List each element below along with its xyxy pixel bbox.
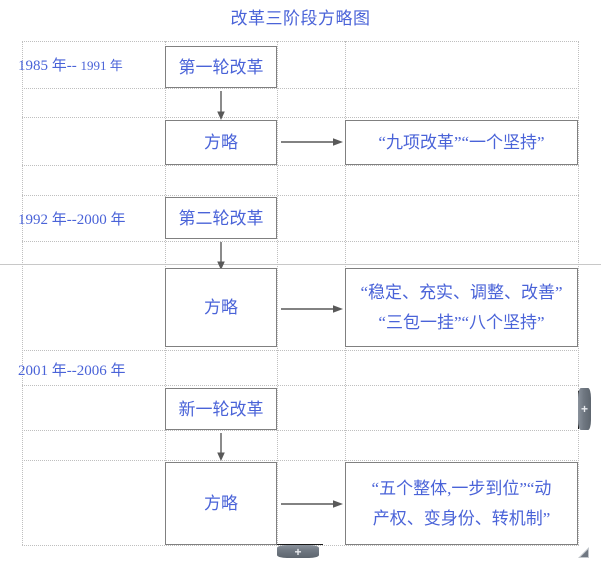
grid-row-line-6	[22, 241, 579, 242]
year-label-phase-1-start: 1985 年--	[18, 58, 77, 74]
strategy-box-phase-1[interactable]: 方略	[165, 120, 277, 165]
year-label-phase-3: 2001 年--2006 年	[18, 361, 126, 381]
stage-box-phase-2-label: 第二轮改革	[178, 208, 264, 228]
grid-row-line-10	[22, 460, 579, 461]
strategy-box-phase-2[interactable]: 方略	[165, 268, 277, 347]
grid-row-line-top	[22, 41, 579, 42]
grid-row-line-8	[22, 385, 579, 386]
year-label-phase-2-start: 1992 年--2000 年	[18, 212, 126, 228]
strategy-box-phase-2-label: 方略	[204, 298, 238, 317]
grid-col-line-3	[277, 41, 278, 545]
arrow-right-phase-2	[281, 303, 343, 315]
strategy-box-phase-3[interactable]: 方略	[165, 462, 277, 545]
stage-box-phase-2[interactable]: 第二轮改革	[165, 197, 277, 239]
grid-row-line-2	[22, 88, 579, 89]
year-label-phase-3-start: 2001 年--2006 年	[18, 363, 126, 379]
stage-box-phase-1-label: 第一轮改革	[178, 57, 264, 77]
outcome-box-phase-1-line-1: “九项改革”“一个坚持”	[378, 133, 545, 152]
stage-box-phase-3[interactable]: 新一轮改革	[165, 388, 277, 430]
arrow-right-phase-1	[281, 136, 343, 148]
grid-col-line-left	[22, 41, 23, 545]
plus-icon: +	[580, 402, 588, 416]
stage-box-phase-1[interactable]: 第一轮改革	[165, 46, 277, 88]
grid-row-line-9	[22, 430, 579, 431]
insert-column-handle[interactable]: +	[578, 388, 591, 430]
grid-row-line-solid	[0, 264, 601, 265]
outcome-box-phase-2-line-2: “三包一挂”“八个坚持”	[378, 312, 545, 332]
outcome-box-phase-3-line-1: “五个整体,一步到位”“动	[371, 478, 552, 498]
outcome-box-phase-2-line-1: “稳定、充实、调整、改善”	[360, 282, 563, 302]
insert-row-handle[interactable]: +	[277, 545, 319, 558]
strategy-box-phase-1-label: 方略	[204, 133, 238, 152]
grid-row-line-4	[22, 165, 579, 166]
arrow-down-phase-2	[215, 242, 227, 270]
year-label-phase-1-end: 1991 年	[80, 58, 123, 73]
plus-icon: +	[294, 544, 302, 559]
table-edge-mark-bottom	[277, 544, 323, 545]
stage-box-phase-3-label: 新一轮改革	[178, 399, 264, 419]
grid-row-line-3	[22, 117, 579, 118]
strategy-box-phase-3-label: 方略	[204, 494, 238, 513]
arrow-right-phase-3	[281, 498, 343, 510]
year-label-phase-1: 1985 年-- 1991 年	[18, 56, 123, 76]
page-title: 改革三阶段方略图	[230, 9, 371, 28]
outcome-box-phase-1[interactable]: “九项改革”“一个坚持”	[345, 120, 578, 165]
outcome-box-phase-2[interactable]: “稳定、充实、调整、改善” “三包一挂”“八个坚持”	[345, 268, 578, 347]
outcome-box-phase-3-line-2: 产权、变身份、转机制”	[372, 508, 551, 528]
resize-grip-icon[interactable]	[578, 546, 590, 558]
grid-row-line-5	[22, 195, 579, 196]
arrow-down-phase-3	[215, 433, 227, 461]
grid-row-line-7	[22, 350, 579, 351]
grid-col-line-right	[578, 41, 579, 545]
arrow-down-phase-1	[215, 91, 227, 120]
outcome-box-phase-3[interactable]: “五个整体,一步到位”“动 产权、变身份、转机制”	[345, 462, 578, 545]
year-label-phase-2: 1992 年--2000 年	[18, 210, 126, 230]
